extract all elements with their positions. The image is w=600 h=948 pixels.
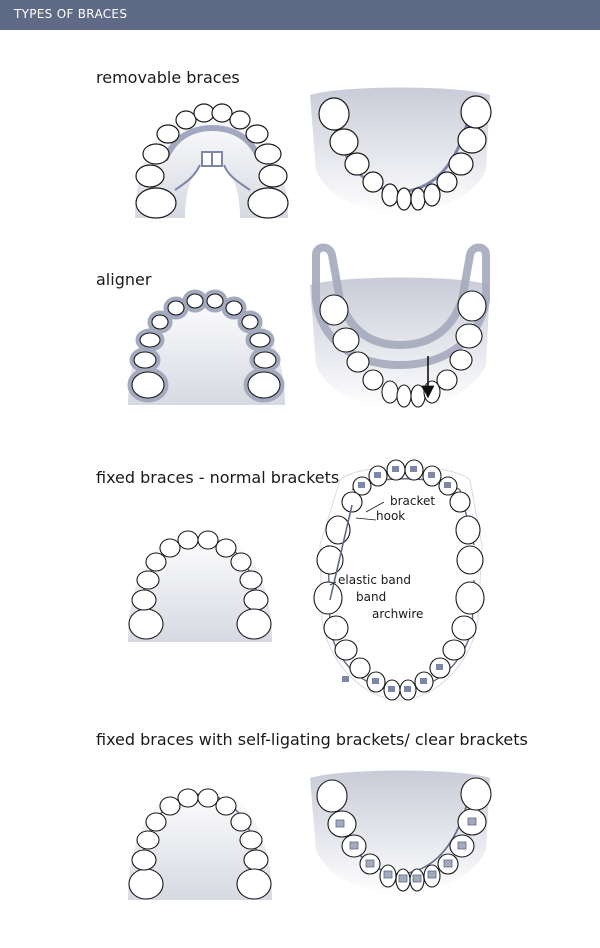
removable-lower-arch <box>310 87 492 215</box>
self-ligating-lower-arch <box>310 770 492 895</box>
label-elastic-band: elastic band <box>338 573 411 587</box>
section-title-removable: removable braces <box>96 68 240 87</box>
label-archwire: archwire <box>372 607 423 621</box>
aligner-lower-arch <box>310 243 490 410</box>
label-hook: hook <box>376 509 405 523</box>
self-ligating-upper-arch <box>128 786 272 900</box>
fixed-normal-upper-arch <box>128 530 272 642</box>
label-band: band <box>356 590 386 604</box>
page-title: TYPES OF BRACES <box>14 7 128 21</box>
page-header: TYPES OF BRACES <box>0 0 600 30</box>
elastic-band-line <box>329 504 353 601</box>
section-title-aligner: aligner <box>96 270 152 289</box>
label-bracket: bracket <box>390 494 435 508</box>
section-title-self-ligating: fixed braces with self-ligating brackets… <box>96 730 528 749</box>
removable-upper-arch <box>135 103 289 219</box>
fixed-normal-full-mouth: bracket hook elastic band band archwire <box>313 459 485 701</box>
aligner-upper-arch <box>127 289 285 405</box>
section-title-fixed-normal: fixed braces - normal brackets <box>96 468 340 487</box>
